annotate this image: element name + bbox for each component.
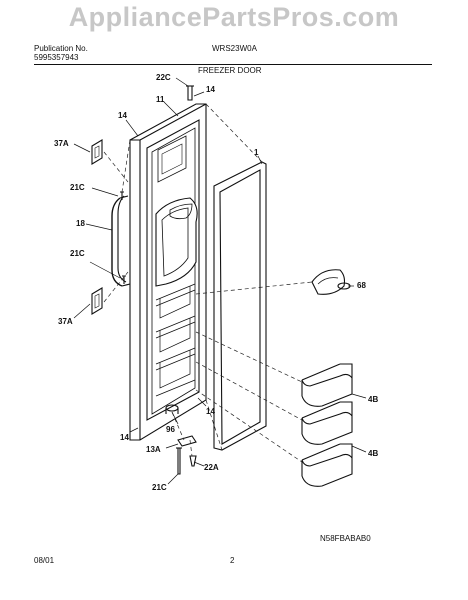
- dispenser-cup: [311, 269, 351, 295]
- hinge-96: [165, 404, 179, 414]
- handle-cap-bottom: [91, 287, 103, 315]
- callout-37a-top: 37A: [54, 139, 69, 148]
- callout-18: 18: [76, 219, 85, 228]
- callout-68: 68: [357, 281, 366, 290]
- door-bin-2: [301, 401, 353, 445]
- screw-21c-bottom: [176, 447, 182, 475]
- watermark: AppliancePartsPros.com: [68, 2, 400, 32]
- callout-14-left: 14: [118, 111, 127, 120]
- callout-14-right: 14: [206, 407, 215, 416]
- model-number: WRS23W0A: [212, 44, 257, 53]
- callout-37a-bottom: 37A: [58, 317, 73, 326]
- callout-1: 1: [254, 148, 259, 157]
- section-title: FREEZER DOOR: [198, 66, 262, 75]
- handle-cap-top: [91, 139, 103, 165]
- callout-22a: 22A: [204, 463, 219, 472]
- header-rule: [34, 64, 432, 65]
- hinge-bracket-13a: [177, 435, 197, 447]
- callout-14-bottom: 14: [120, 433, 129, 442]
- callout-96: 96: [166, 425, 175, 434]
- leader-lines: [73, 77, 367, 485]
- publication-label: Publication No.: [34, 44, 88, 53]
- freezer-door-panel: [129, 103, 207, 441]
- callout-21c-mid: 21C: [70, 249, 85, 258]
- page-number: 2: [230, 556, 235, 565]
- door-bin-1: [301, 363, 353, 407]
- hinge-pin-22a: [189, 455, 197, 467]
- door-gasket: [213, 161, 267, 451]
- callout-4b-upper: 4B: [368, 395, 378, 404]
- callout-21c-bottom: 21C: [152, 483, 167, 492]
- screw-22c-top: [186, 85, 194, 101]
- callout-14-top: 14: [206, 85, 215, 94]
- door-bin-3: [301, 443, 353, 487]
- callout-21c-upper: 21C: [70, 183, 85, 192]
- diagram-code: N58FBABAB0: [320, 534, 371, 543]
- footer-date: 08/01: [34, 556, 55, 565]
- door-handle: [111, 195, 131, 287]
- callout-4b-lower: 4B: [368, 449, 378, 458]
- callout-13a: 13A: [146, 445, 161, 454]
- callout-22c-top: 22C: [156, 73, 171, 82]
- publication-number: 5995357943: [34, 53, 79, 62]
- callout-11: 11: [156, 95, 165, 104]
- alignment-lines: [103, 103, 313, 463]
